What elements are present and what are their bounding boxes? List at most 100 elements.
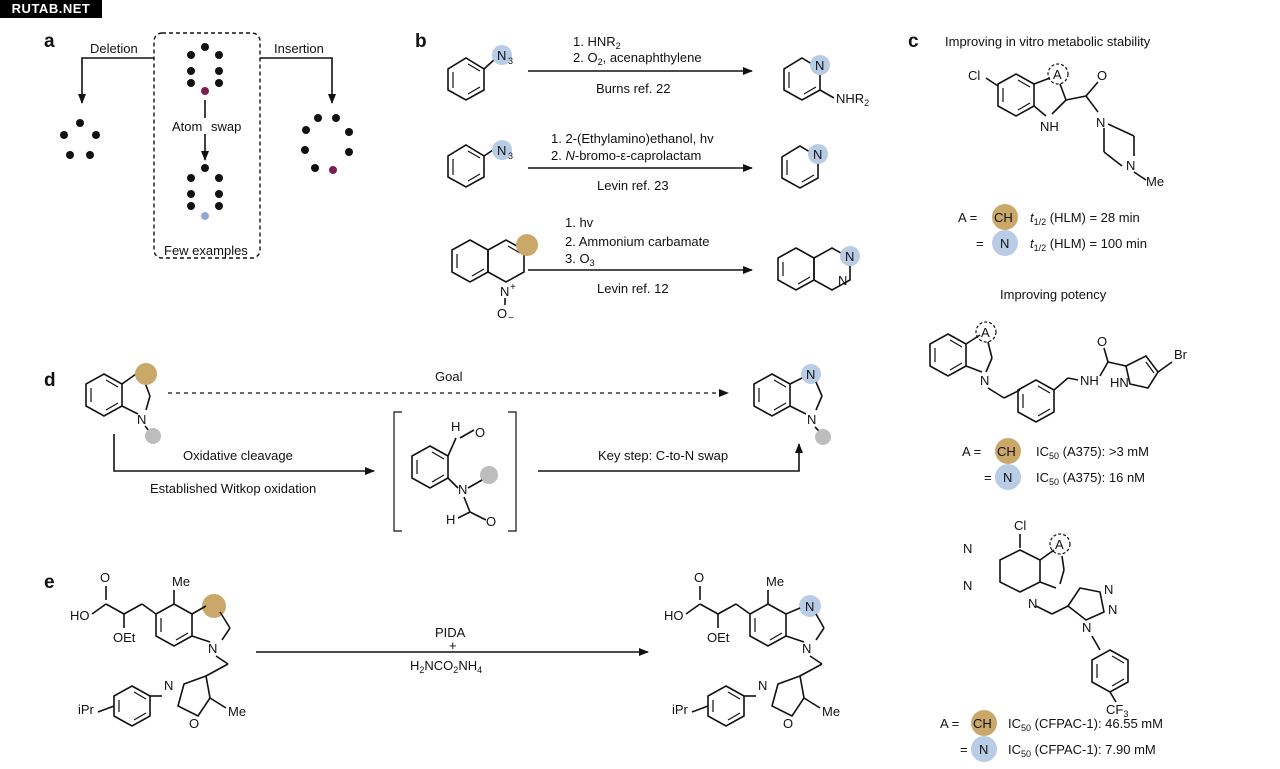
svg-text:N: N — [805, 599, 814, 614]
oxidative-arrow — [113, 434, 375, 475]
svg-text:N: N — [208, 641, 217, 656]
svg-text:N: N — [1082, 620, 1091, 635]
deletion-arrow — [78, 57, 154, 104]
svg-text:A: A — [1055, 537, 1064, 552]
svg-text:HO: HO — [664, 608, 684, 623]
svg-text:Me: Me — [822, 704, 840, 719]
watermark: RUTAB.NET — [0, 0, 102, 18]
atom-swap-box — [153, 32, 261, 259]
goal-label: Goal — [435, 369, 463, 384]
svg-text:3. O3: 3. O3 — [565, 251, 595, 268]
svg-text:HN: HN — [1110, 375, 1129, 390]
svg-text:Cl: Cl — [968, 68, 980, 83]
title-improving-potency: Improving potency — [1000, 287, 1107, 302]
quinazoline: N N — [777, 246, 860, 291]
svg-text:O: O — [100, 570, 110, 585]
dialdehyde-intermediate: H O N H O — [411, 419, 498, 529]
svg-text:N: N — [980, 373, 989, 388]
key-step-arrow — [538, 443, 803, 472]
svg-text:3: 3 — [508, 56, 513, 66]
svg-text:Me: Me — [172, 574, 190, 589]
svg-text:N: N — [802, 641, 811, 656]
svg-text:3: 3 — [508, 151, 513, 161]
purine-triazole: Cl N N A N N N N CF3 — [963, 518, 1129, 719]
phenyl-azide-2: N 3 — [447, 140, 513, 188]
svg-text:CH: CH — [994, 210, 1013, 225]
svg-text:2. O2, acenaphthylene: 2. O2, acenaphthylene — [573, 50, 702, 67]
svg-text:=: = — [976, 236, 984, 251]
svg-text:1. HNR2: 1. HNR2 — [573, 34, 621, 51]
panel-label-c: c — [908, 31, 919, 52]
panel-label-b: b — [415, 31, 427, 52]
indole-drug-substrate: O HO OEt Me N O N O Me — [70, 570, 246, 731]
hexagon-ring-top — [187, 43, 223, 95]
svg-text:NHR2: NHR2 — [836, 91, 869, 108]
svg-text:Me: Me — [1146, 174, 1164, 189]
atom-swap-label-2: swap — [211, 119, 241, 134]
svg-text:2. Ammonium carbamate: 2. Ammonium carbamate — [565, 234, 710, 249]
insertion-arrow — [260, 57, 336, 104]
svg-text:N: N — [806, 367, 815, 382]
atom-swap-label-1: Atom — [172, 119, 202, 134]
svg-text:NH: NH — [1080, 373, 1099, 388]
svg-text:1. 2-(Ethylamino)ethanol, hv: 1. 2-(Ethylamino)ethanol, hv — [551, 131, 714, 146]
heteroatom-node — [201, 87, 209, 95]
potency-values-2: A = CH IC50 (CFPAC-1): 46.55 mM = N IC50… — [940, 710, 1163, 762]
panel-b: b N 3 1. HNR2 2. O2, acenaphthylene Burn… — [415, 31, 869, 324]
panel-label-d: d — [44, 370, 56, 391]
reagent-label: H2NCO2NH4 — [410, 658, 482, 675]
benzimidazole-drug-product: O HO OEt Me N N N O Me — [664, 570, 840, 731]
title-metabolic-stability: Improving in vitro metabolic stability — [945, 34, 1151, 49]
svg-text:O: O — [475, 425, 485, 440]
panel-e: e O HO OEt Me N O N O Me — [44, 570, 840, 731]
svg-text:A: A — [1053, 67, 1062, 82]
svg-text:N: N — [838, 273, 847, 288]
svg-text:HO: HO — [70, 608, 90, 623]
svg-text:O: O — [1097, 334, 1107, 349]
svg-text:H: H — [446, 512, 455, 527]
indole-start: N — [85, 363, 161, 444]
svg-text:O: O — [783, 716, 793, 731]
panel-d: d N Goal N N Oxidative cleavage — [44, 363, 831, 532]
svg-text:Cl: Cl — [1014, 518, 1026, 533]
svg-text:IC50 (CFPAC-1): 46.55 mM: IC50 (CFPAC-1): 46.55 mM — [1008, 716, 1163, 733]
oxidative-label: Oxidative cleavage — [183, 448, 293, 463]
svg-text:O: O — [1097, 68, 1107, 83]
svg-text:Br: Br — [1174, 347, 1188, 362]
pentagon-ring — [60, 119, 100, 159]
benzimidazole-product: N N — [753, 364, 831, 445]
svg-text:N: N — [845, 249, 854, 264]
svg-text:IC50 (CFPAC-1): 7.90 mM: IC50 (CFPAC-1): 7.90 mM — [1008, 742, 1156, 759]
svg-text:A: A — [981, 325, 990, 340]
aminopyridine: N NHR2 — [783, 55, 869, 108]
svg-text:O: O — [497, 306, 507, 321]
svg-text:N: N — [1000, 236, 1009, 251]
svg-text:N: N — [458, 482, 467, 497]
svg-text:OEt: OEt — [707, 630, 730, 645]
quinoline-n-oxide: N+ O− — [451, 234, 538, 324]
svg-text:N: N — [815, 58, 824, 73]
svg-text:A =: A = — [958, 210, 977, 225]
indole-amide: Cl A NH O N N Me — [968, 63, 1164, 189]
bracket-right — [508, 411, 517, 532]
svg-text:NH: NH — [1040, 119, 1059, 134]
svg-text:N: N — [963, 541, 972, 556]
svg-text:O: O — [694, 570, 704, 585]
svg-text:N: N — [979, 742, 988, 757]
expanded-ring — [301, 114, 353, 174]
svg-text:O: O — [486, 514, 496, 529]
witkop-label: Established Witkop oxidation — [150, 481, 316, 496]
svg-text:Me: Me — [228, 704, 246, 719]
potency-values-1: A = CH IC50 (A375): >3 mM = N IC50 (A375… — [962, 438, 1149, 490]
key-step-label: Key step: C-to-N swap — [598, 448, 728, 463]
svg-text:Me: Me — [766, 574, 784, 589]
svg-text:+: + — [510, 282, 516, 293]
svg-text:−: − — [508, 313, 514, 324]
svg-text:iPr: iPr — [78, 702, 95, 717]
pyridine: N — [781, 144, 828, 189]
svg-text:H: H — [451, 419, 460, 434]
svg-text:N: N — [1028, 596, 1037, 611]
svg-text:N: N — [500, 284, 509, 299]
deletion-label: Deletion — [90, 41, 138, 56]
nitrogen-node — [201, 212, 209, 220]
